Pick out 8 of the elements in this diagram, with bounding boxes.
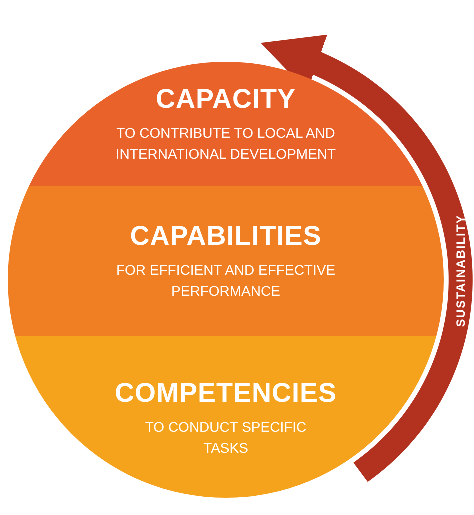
circle-segment <box>8 186 444 336</box>
segment-heading: CAPACITY <box>156 84 296 114</box>
segment-description: TO CONDUCT SPECIFIC TASKS <box>144 418 308 458</box>
segment-heading: CAPABILITIES <box>130 220 322 252</box>
edge-label: SUSTAINABILITY <box>454 214 468 328</box>
segment-description: TO CONTRIBUTE TO LOCAL AND INTERNATIONAL DEVELOPMENT <box>114 124 338 164</box>
segment-heading: COMPETENCIES <box>114 378 338 408</box>
segment-description: FOR EFFICIENT AND EFFECTIVE PERFORMANCE <box>115 260 337 300</box>
